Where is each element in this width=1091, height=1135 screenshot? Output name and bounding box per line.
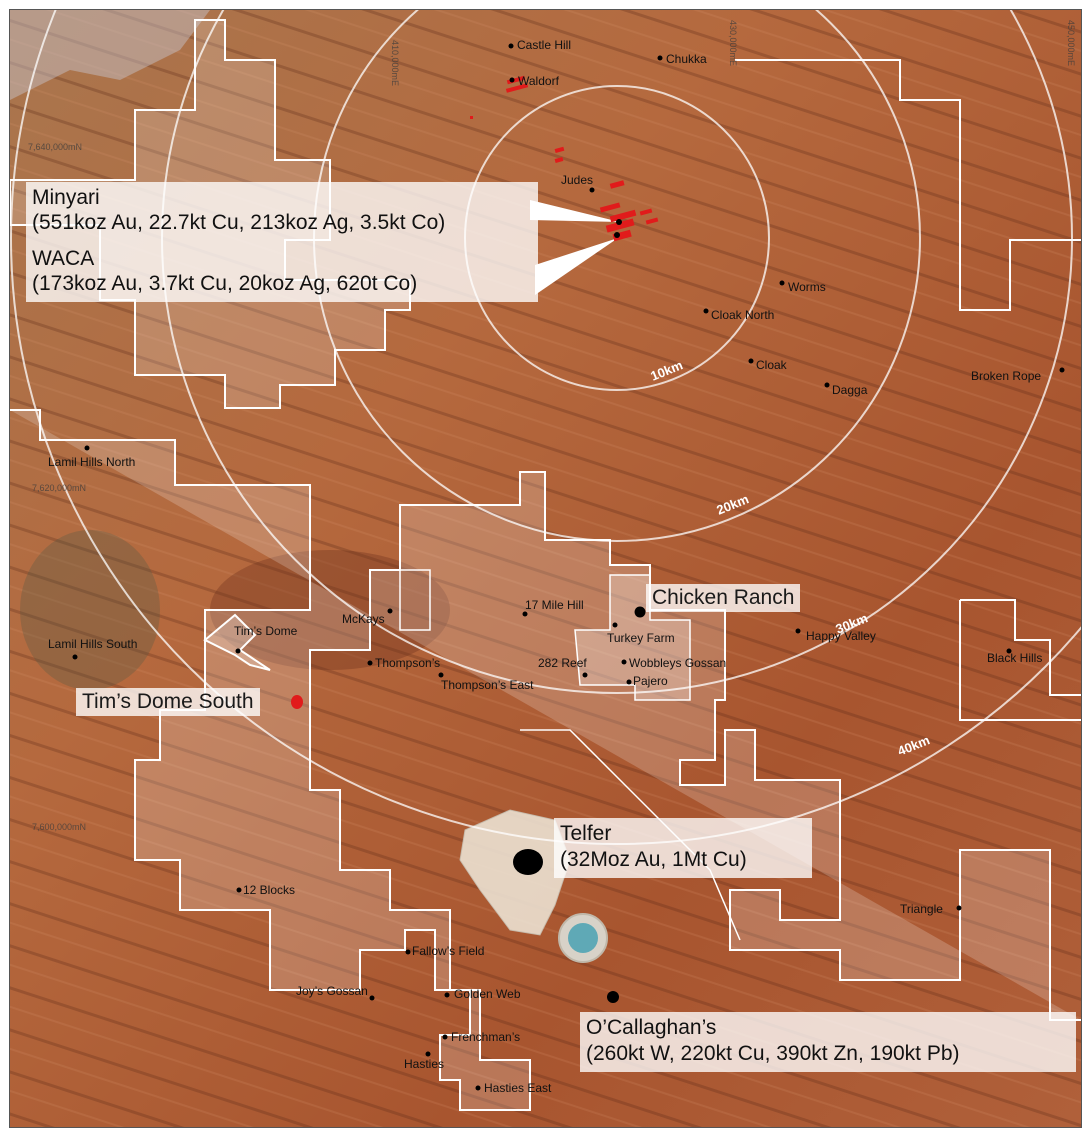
ocallaghans-marker: [607, 991, 619, 1003]
dark-terrain-patch: [210, 550, 450, 670]
tenement-chicken-ranch: [574, 574, 691, 701]
dark-terrain-patch-2: [20, 530, 160, 690]
place-hasties-east[interactable]: Hasties East: [484, 1081, 552, 1095]
tims-dome-south-callout: Tim’s Dome South: [76, 688, 260, 716]
minyari-callout-wedge: [530, 200, 620, 222]
place-tims-dome[interactable]: Tim’s Dome: [234, 624, 298, 638]
place-282-reef[interactable]: 282 Reef: [538, 656, 587, 670]
waca-callout-wedge: [535, 238, 618, 295]
place-judes[interactable]: Judes: [561, 173, 594, 187]
place-wobbleys-gossan[interactable]: Wobbleys Gossan: [629, 656, 727, 670]
place-turkey-farm[interactable]: Turkey Farm: [607, 631, 675, 645]
grid-label-7620000mn: 7,620,000mN: [32, 483, 87, 493]
deposit-tims-dome-south: [291, 695, 303, 709]
tenement-telfer-strip: [520, 729, 741, 941]
map-frame[interactable]: 410,000mE 430,000mE 450,000mE 7,640,000m…: [9, 9, 1082, 1128]
telfer-marker: [513, 849, 543, 875]
place-mckays[interactable]: McKays: [342, 612, 385, 626]
place-fallows-field[interactable]: Fallow’s Field: [412, 944, 485, 958]
location-dots: [72, 43, 1065, 1091]
place-lamil-hills-south[interactable]: Lamil Hills South: [48, 637, 138, 651]
telfer-name: Telfer: [560, 822, 612, 845]
place-thompsons[interactable]: Thompson’s: [375, 656, 441, 670]
tenement-tims-dome: [203, 613, 271, 671]
place-12-blocks[interactable]: 12 Blocks: [243, 883, 296, 897]
place-lamil-hills-north[interactable]: Lamil Hills North: [48, 455, 136, 469]
chicken-ranch-marker: [634, 606, 646, 618]
place-triangle[interactable]: Triangle: [900, 902, 943, 916]
place-joys-gossan[interactable]: Joy’s Gossan: [296, 984, 368, 998]
tenement-northeast: [735, 59, 1081, 311]
tenement-main: [10, 409, 1081, 1111]
minyari-star-marker: [616, 219, 622, 225]
minyari-detail: (551koz Au, 22.7kt Cu, 213koz Ag, 3.5kt …: [32, 211, 446, 234]
ocallaghans-name: O’Callaghan’s: [586, 1016, 717, 1039]
place-golden-web[interactable]: Golden Web: [454, 987, 521, 1001]
tenement-east-lower: [959, 600, 1081, 721]
map-canvas[interactable]: [10, 10, 1081, 1127]
telfer-mine-site: [459, 809, 571, 936]
place-happy-valley[interactable]: Happy Valley: [806, 629, 876, 643]
grid-label-7640000mn: 7,640,000mN: [28, 142, 83, 152]
telfer-detail: (32Moz Au, 1Mt Cu): [560, 848, 747, 871]
minyari-name: Minyari: [32, 186, 100, 209]
place-worms[interactable]: Worms: [788, 280, 826, 294]
ocallaghans-detail: (260kt W, 220kt Cu, 390kt Zn, 190kt Pb): [586, 1042, 960, 1065]
tenement-east: [960, 599, 1081, 696]
place-thompsons-east[interactable]: Thompson’s East: [441, 678, 534, 692]
place-chukka[interactable]: Chukka: [666, 52, 707, 66]
deposit-cluster-minyari: [554, 146, 659, 242]
grid-label-410000me: 410,000mE: [390, 40, 400, 87]
place-cloak[interactable]: Cloak: [756, 358, 787, 372]
tenement-mckays: [370, 569, 431, 631]
waca-star-marker: [614, 232, 620, 238]
telfer-callout: [554, 818, 812, 878]
place-pajero[interactable]: Pajero: [633, 674, 668, 688]
telfer-tailings-water: [568, 923, 598, 953]
place-black-hills[interactable]: Black Hills: [987, 651, 1043, 665]
place-17-mile-hill[interactable]: 17 Mile Hill: [525, 598, 584, 612]
place-castle-hill[interactable]: Castle Hill: [517, 38, 572, 52]
chicken-ranch-callout: Chicken Ranch: [646, 584, 801, 612]
place-hasties[interactable]: Hasties: [404, 1057, 445, 1071]
place-waldorf[interactable]: Waldorf: [518, 74, 559, 88]
minyari-callout: [26, 182, 538, 302]
place-dagga[interactable]: Dagga: [832, 383, 868, 397]
grid-label-430000me: 430,000mE: [728, 20, 738, 67]
salt-flat-north-west: [10, 10, 210, 100]
place-cloak-north[interactable]: Cloak North: [711, 308, 775, 322]
place-broken-rope[interactable]: Broken Rope: [971, 369, 1042, 383]
waca-detail: (173koz Au, 3.7kt Cu, 20koz Ag, 620t Co): [32, 272, 418, 295]
grid-label-7600000mn: 7,600,000mN: [32, 822, 87, 832]
grid-label-450000me: 450,000mE: [1066, 20, 1076, 67]
ocallaghans-callout: [580, 1012, 1076, 1072]
place-frenchmans[interactable]: Frenchman’s: [451, 1030, 521, 1044]
waca-name: WACA: [32, 247, 95, 270]
